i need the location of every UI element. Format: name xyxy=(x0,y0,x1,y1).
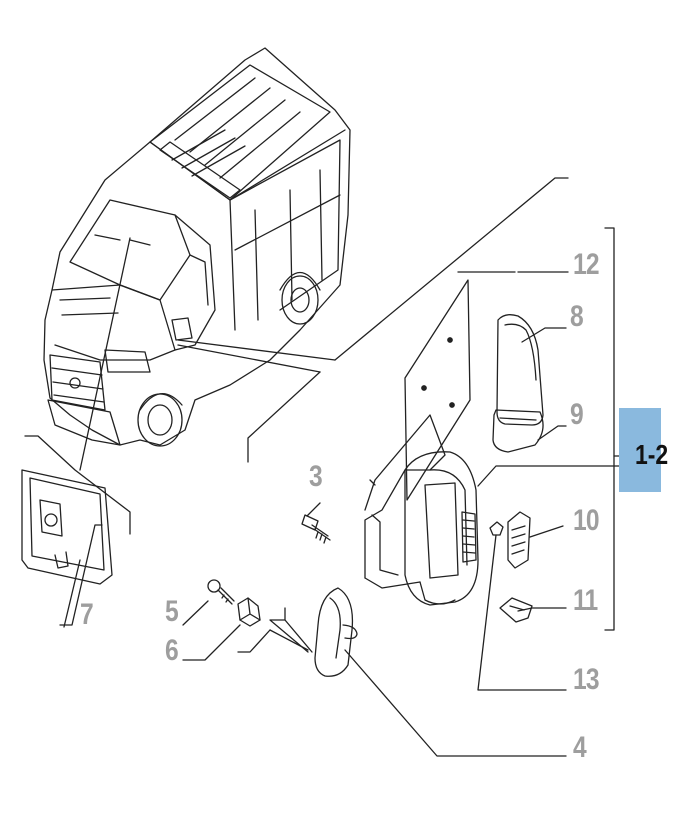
screw-part xyxy=(301,502,331,544)
screw-5-part xyxy=(207,579,235,605)
mirror-glass-9-part xyxy=(492,409,544,453)
callout-4[interactable]: 4 xyxy=(573,731,587,764)
callout-5[interactable]: 5 xyxy=(165,595,179,628)
callout-7[interactable]: 7 xyxy=(80,598,94,631)
callout-8[interactable]: 8 xyxy=(570,300,584,333)
mirror-glass-8-part xyxy=(496,314,544,426)
callout-3[interactable]: 3 xyxy=(309,460,323,493)
callout-12[interactable]: 12 xyxy=(573,248,600,281)
cover-4-part xyxy=(314,587,358,677)
interior-mirror xyxy=(21,469,113,585)
callout-9[interactable]: 9 xyxy=(570,398,584,431)
callout-10[interactable]: 10 xyxy=(573,504,600,537)
callout-6[interactable]: 6 xyxy=(165,634,179,667)
assembly-1-2-highlight[interactable] xyxy=(619,408,661,492)
mirror-assembly xyxy=(364,271,516,606)
callout-11[interactable]: 11 xyxy=(573,584,598,617)
group-brackets xyxy=(24,177,633,653)
van-illustration xyxy=(43,47,351,471)
bulb-13-part xyxy=(489,521,504,536)
lamp-11-part xyxy=(499,597,533,623)
callout-13[interactable]: 13 xyxy=(573,663,600,696)
assembly-1-2-label[interactable]: 1-2 xyxy=(635,439,669,470)
side-lamp-10-part xyxy=(507,511,531,569)
clip-6-part xyxy=(237,597,261,627)
leader-lines xyxy=(59,271,633,757)
